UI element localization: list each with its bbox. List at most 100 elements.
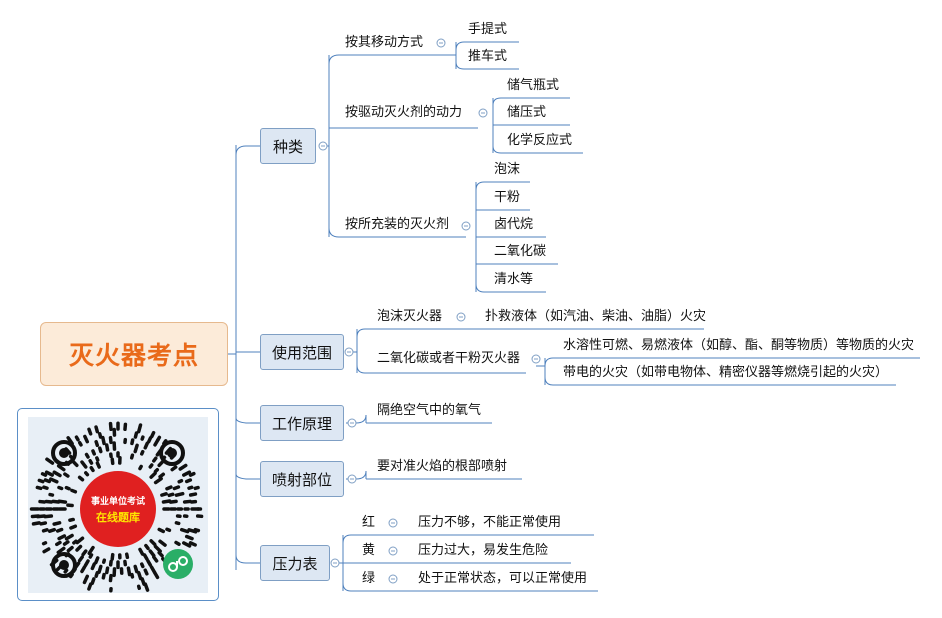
qr-dot: [184, 478, 193, 484]
qr-dot: [41, 528, 49, 533]
qr-finder-eye-center: [59, 560, 69, 570]
leaf-item[interactable]: 压力过大，易发生危险: [418, 543, 549, 558]
leaf-item[interactable]: 要对准火焰的根部喷射: [377, 459, 508, 474]
qr-dot: [43, 478, 52, 484]
qr-dot: [108, 573, 113, 583]
leaf-item[interactable]: 泡沫: [494, 162, 521, 177]
qr-dot: [87, 545, 95, 556]
gauge-color-green[interactable]: 绿: [362, 571, 376, 586]
leaf-item[interactable]: 二氧化碳: [494, 244, 547, 259]
qr-dot: [161, 499, 172, 504]
qr-dot: [105, 566, 110, 575]
qr-dot: [157, 550, 164, 558]
branch-gauge[interactable]: 压力表: [260, 545, 330, 581]
qr-dot: [44, 499, 54, 504]
qr-dot: [70, 488, 78, 494]
qr-dot: [71, 460, 79, 468]
qr-dot: [98, 446, 103, 454]
qr-dot: [97, 564, 103, 574]
root-topic[interactable]: 灭火器考点: [40, 322, 228, 386]
mini-program-icon: [163, 549, 193, 579]
qr-dot: [91, 449, 96, 456]
leaf-item[interactable]: 处于正常状态，可以正常使用: [418, 571, 588, 586]
leaf-item[interactable]: 带电的火灾（如带电物体、精密仪器等燃烧引起的火灾）: [563, 365, 889, 380]
qr-dot: [89, 465, 95, 473]
qr-dot: [157, 460, 165, 468]
qr-dot: [136, 584, 141, 590]
qr-dot: [80, 460, 88, 469]
qr-code-image: 事业单位考试 在线题库: [28, 417, 208, 593]
qr-dot: [74, 435, 80, 442]
topic-foam[interactable]: 泡沫灭火器: [377, 309, 443, 324]
qr-dot: [133, 564, 139, 574]
qr-dot: [148, 463, 154, 469]
qr-finder-eye: [51, 552, 77, 578]
qr-dot: [88, 458, 94, 465]
leaf-item[interactable]: 水溶性可燃、易燃液体（如醇、酯、酮等物质）等物质的火灾: [563, 338, 915, 353]
qr-dot: [88, 553, 94, 559]
topic-by-drive[interactable]: 按驱动灭火剂的动力: [345, 105, 463, 120]
qr-dot: [130, 572, 135, 579]
qr-dot: [68, 517, 75, 523]
qr-dot: [174, 521, 181, 526]
qr-dot: [87, 582, 93, 591]
topic-by-movement[interactable]: 按其移动方式: [345, 35, 424, 50]
qr-dot: [178, 463, 188, 471]
qr-dot: [179, 527, 190, 534]
gauge-color-red[interactable]: 红: [362, 515, 376, 530]
qr-dot: [144, 543, 150, 551]
leaf-item[interactable]: 推车式: [468, 49, 508, 64]
qr-finder-eye: [159, 440, 185, 466]
qr-dot: [72, 539, 78, 545]
qr-dot: [153, 544, 162, 553]
qr-dot: [150, 430, 156, 439]
qr-dot: [44, 470, 54, 477]
qr-dot: [77, 440, 83, 447]
leaf-item[interactable]: 扑救液体（如汽油、柴油、油脂）火灾: [485, 309, 707, 324]
qr-dot: [80, 565, 87, 574]
qr-dot: [56, 546, 66, 555]
qr-dot: [152, 555, 159, 563]
leaf-item[interactable]: 化学反应式: [507, 133, 573, 148]
qr-dot: [97, 432, 103, 439]
qr-dot: [110, 552, 115, 561]
topic-by-agent[interactable]: 按所充装的灭火剂: [345, 217, 450, 232]
branch-scope[interactable]: 使用范围: [260, 334, 344, 370]
qr-dot: [101, 435, 106, 446]
branch-spray[interactable]: 喷射部位: [260, 461, 344, 497]
qr-label-line1: 事业单位考试: [91, 495, 145, 507]
qr-dot: [94, 425, 100, 434]
qr-dot: [45, 457, 55, 465]
gauge-color-yellow[interactable]: 黄: [362, 543, 376, 558]
qr-dot: [41, 541, 48, 546]
branch-types[interactable]: 种类: [260, 128, 316, 164]
qr-dot: [140, 562, 145, 569]
leaf-item[interactable]: 压力不够，不能正常使用: [418, 515, 562, 530]
leaf-item[interactable]: 隔绝空气中的氧气: [377, 403, 482, 418]
qr-dot: [165, 485, 173, 491]
topic-co2-powder[interactable]: 二氧化碳或者干粉灭火器: [377, 351, 521, 366]
qr-dot: [108, 421, 113, 432]
leaf-item[interactable]: 储压式: [507, 105, 547, 120]
qr-dot: [133, 443, 139, 454]
qr-dot: [63, 568, 69, 574]
qr-dot: [187, 485, 194, 490]
qr-dot: [156, 435, 162, 442]
qr-dot: [148, 549, 156, 558]
qr-dot: [63, 472, 70, 478]
qr-center-badge: [80, 471, 156, 547]
leaf-item[interactable]: 储气瓶式: [507, 78, 560, 93]
leaf-item[interactable]: 清水等: [494, 272, 534, 287]
qr-code-panel[interactable]: 事业单位考试 在线题库: [17, 408, 219, 601]
qr-dot: [160, 492, 168, 497]
qr-dot: [31, 521, 41, 526]
leaf-item[interactable]: 手提式: [468, 22, 508, 37]
qr-dot: [174, 491, 185, 497]
leaf-item[interactable]: 干粉: [494, 190, 521, 205]
branch-principle[interactable]: 工作原理: [260, 405, 344, 441]
qr-dot: [57, 499, 68, 504]
qr-dot: [188, 471, 196, 477]
qr-dot: [82, 574, 90, 585]
leaf-item[interactable]: 卤代烷: [494, 217, 534, 232]
